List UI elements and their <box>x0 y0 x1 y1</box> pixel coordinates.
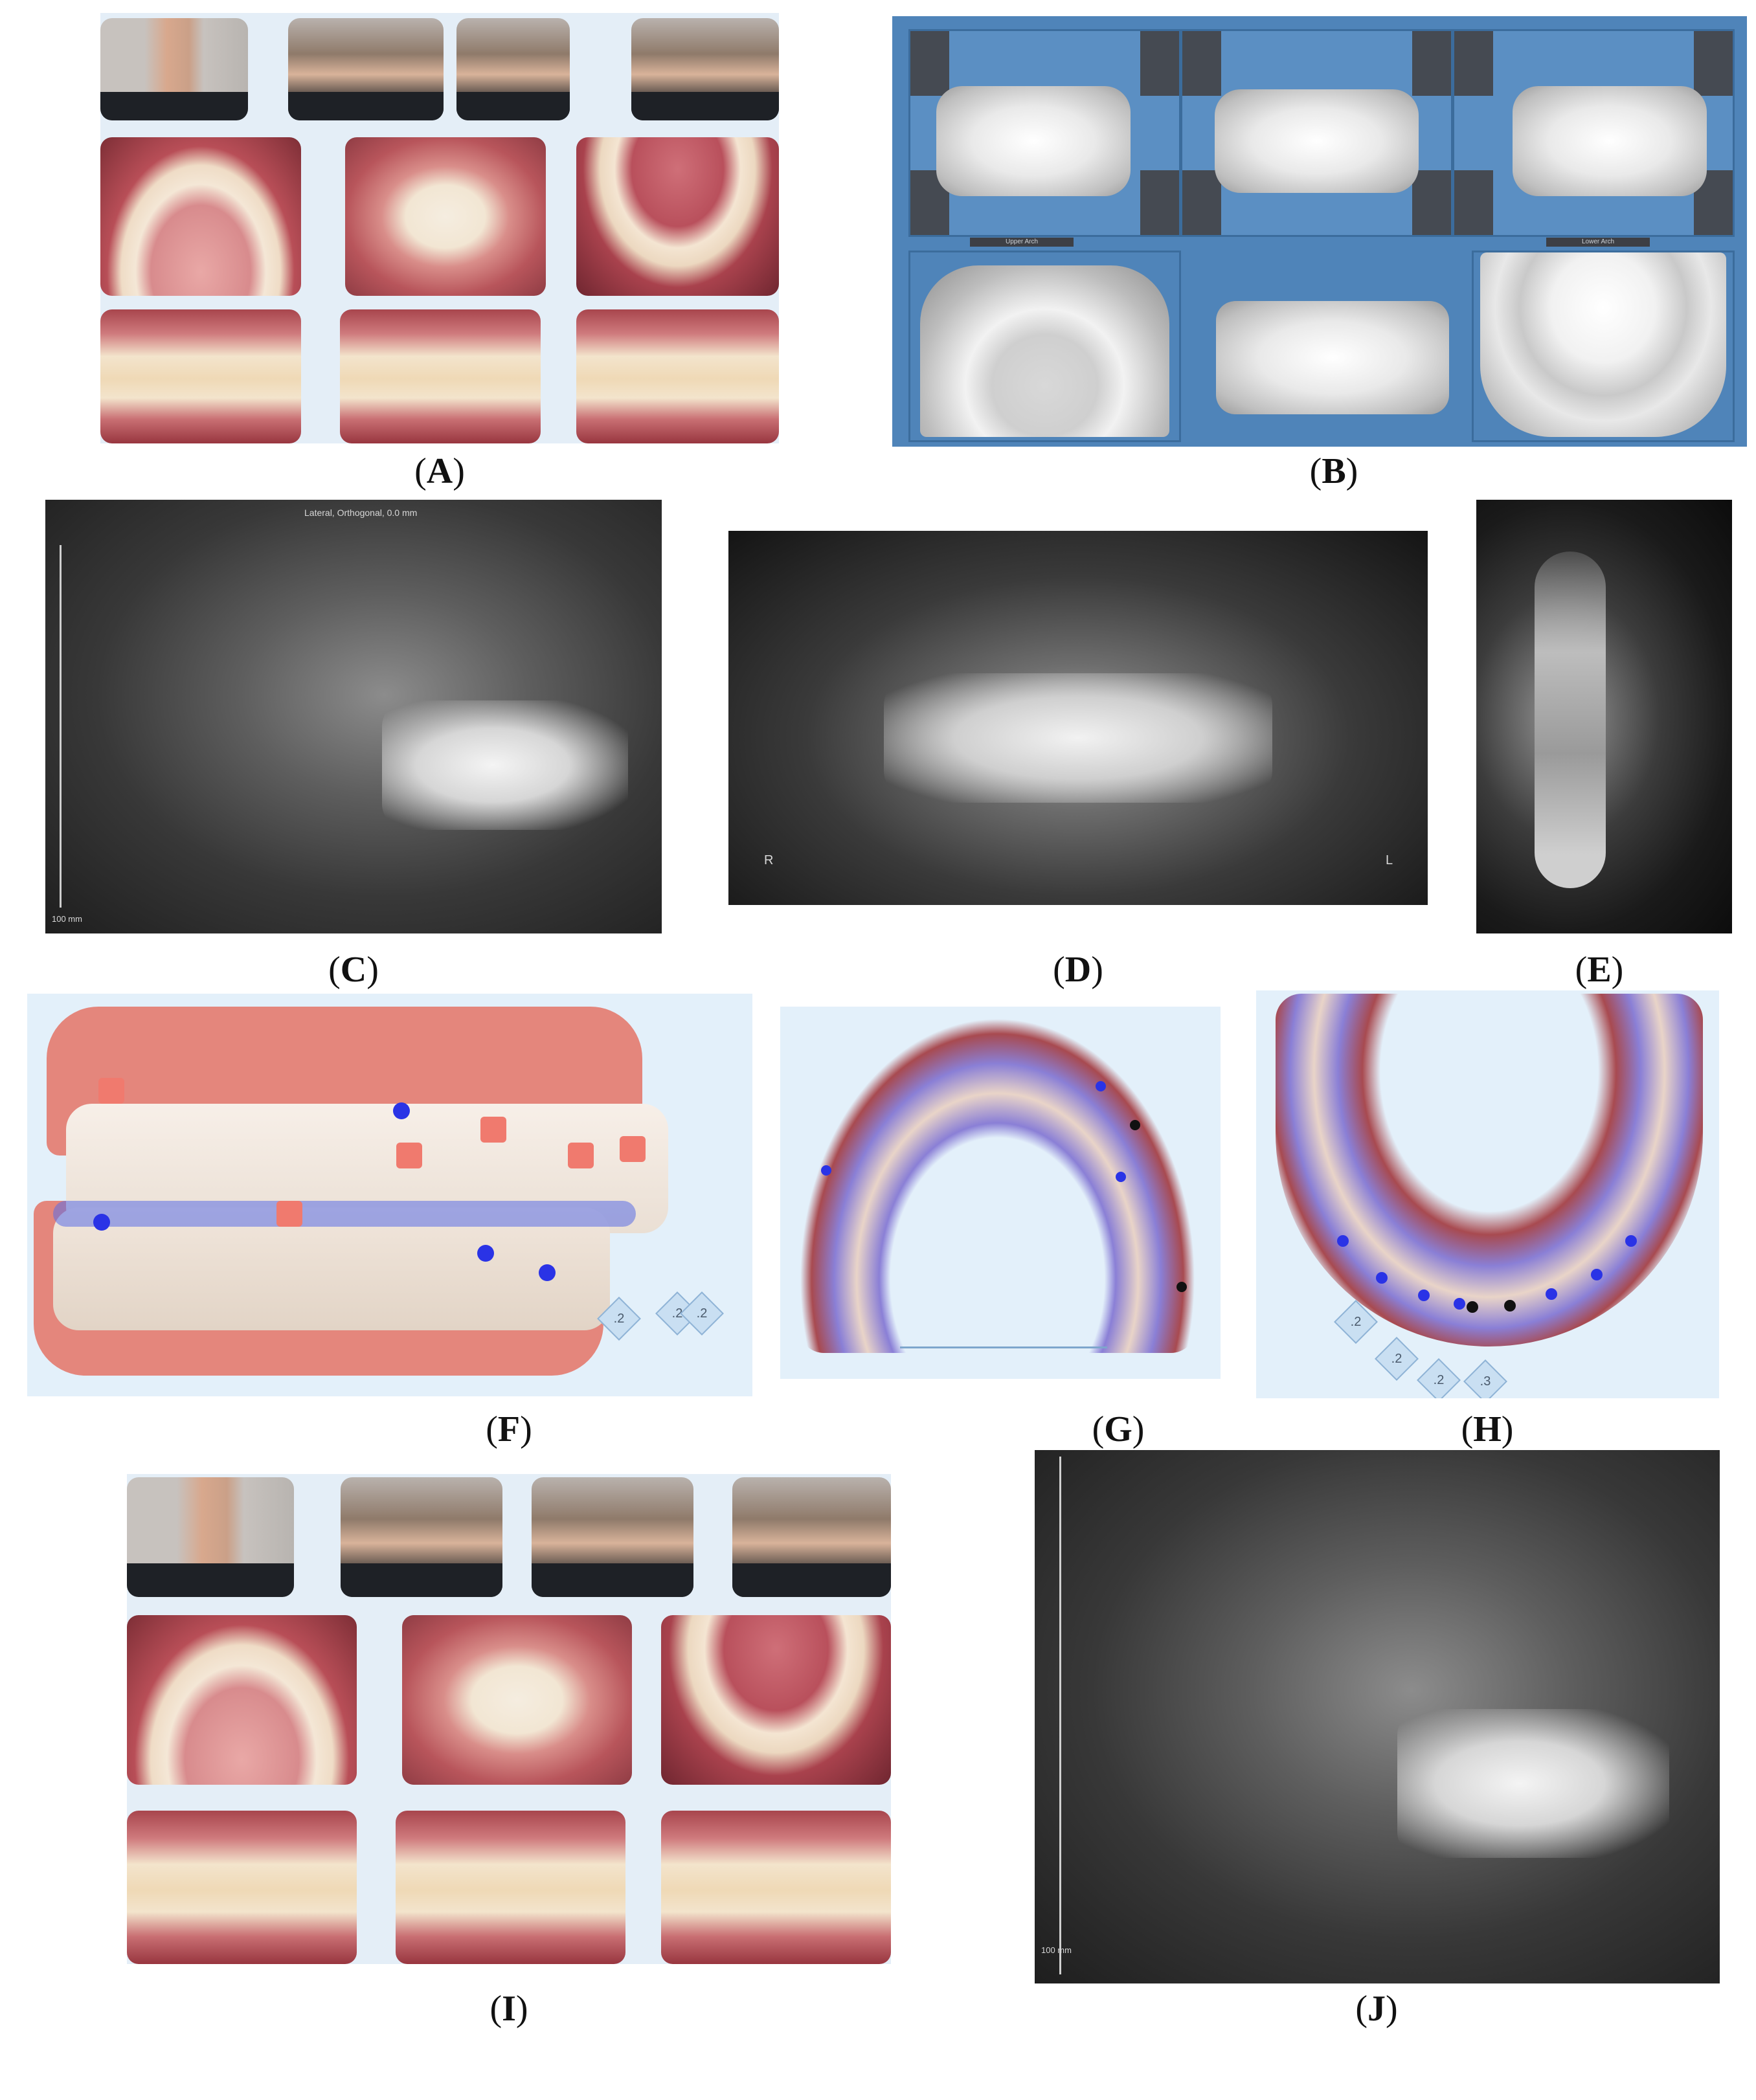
panel-e-cbct-slice <box>1476 500 1732 933</box>
caption-a: (A) <box>414 451 465 491</box>
marker-dot <box>1176 1282 1187 1292</box>
movement-tag: .2 <box>1417 1358 1461 1398</box>
marker-dot <box>539 1264 556 1281</box>
frontal-occlusion-photo <box>396 1811 625 1964</box>
panel-f-aligner-buccal-view: .2 .2 .2 <box>27 994 752 1396</box>
attachment-4 <box>480 1117 506 1143</box>
pano-right-marker: R <box>764 853 774 867</box>
panel-d-panoramic-xray: R L <box>728 531 1428 905</box>
face-smile-oblique-photo <box>341 1477 502 1597</box>
model-frontal-view <box>1180 29 1453 237</box>
panel-h-lower-arch-aligner: .2 .2 .2 .3 <box>1256 990 1719 1398</box>
face-smile-oblique-photo <box>288 18 444 120</box>
lower-arch-shape <box>1276 994 1703 1346</box>
marker-dot <box>1116 1172 1126 1182</box>
right-buccal-photo <box>127 1811 357 1964</box>
marker-dot <box>93 1214 110 1231</box>
marker-dot <box>1504 1300 1516 1312</box>
marker-dot <box>1467 1301 1478 1313</box>
face-frontal-smile-photo <box>732 1477 891 1597</box>
attachment-1 <box>98 1078 124 1104</box>
right-buccal-photo <box>100 309 301 443</box>
face-frontal-smile-photo <box>631 18 779 120</box>
upper-occlusal-photo <box>127 1615 357 1785</box>
marker-dot <box>1337 1235 1349 1247</box>
upper-arch-label: Upper Arch <box>970 238 1074 247</box>
panel-b-digital-models: Upper Arch Lower Arch <box>892 16 1747 447</box>
attachment-5 <box>568 1143 594 1168</box>
left-buccal-photo <box>576 309 779 443</box>
attachment-2 <box>276 1201 302 1227</box>
caption-c: (C) <box>328 950 379 990</box>
aligner-blue-edge <box>53 1201 636 1227</box>
caption-j: (J) <box>1355 1989 1398 2029</box>
marker-dot <box>1130 1120 1140 1130</box>
marker-dot <box>477 1245 494 1262</box>
frontal-open-photo <box>345 137 546 296</box>
attachment-6 <box>620 1136 646 1162</box>
face-profile-photo <box>100 18 248 120</box>
face-frontal-photo <box>456 18 570 120</box>
lower-occlusal-photo <box>661 1615 891 1785</box>
movement-tag: .2 <box>1375 1337 1419 1381</box>
caption-b: (B) <box>1309 451 1358 491</box>
ceph-j-scale-label: 100 mm <box>1041 1945 1072 1955</box>
attachment-3 <box>396 1143 422 1168</box>
marker-dot <box>1546 1288 1557 1300</box>
caption-f: (F) <box>486 1409 532 1449</box>
panel-a-photo-collage <box>100 13 779 443</box>
model-lower-frontal <box>1216 288 1449 414</box>
face-frontal-photo <box>532 1477 693 1597</box>
model-right-view <box>908 29 1181 237</box>
ceph-header-text: Lateral, Orthogonal, 0.0 mm <box>304 508 418 518</box>
marker-dot <box>1625 1235 1637 1247</box>
upper-occlusal-photo <box>100 137 301 296</box>
model-lower-occlusal <box>1472 251 1735 442</box>
pano-left-marker: L <box>1386 853 1393 867</box>
panel-j-lateral-cephalogram: 100 mm <box>1035 1450 1720 1983</box>
ceph-scale-label: 100 mm <box>52 914 82 924</box>
caption-e: (E) <box>1575 950 1624 990</box>
marker-dot <box>1591 1269 1603 1280</box>
marker-dot <box>1096 1081 1106 1091</box>
ceph-j-scale-bar <box>1059 1457 1061 1974</box>
movement-tag: .2 <box>680 1291 724 1335</box>
cbct-tooth-shape <box>1535 552 1606 888</box>
movement-tag: .3 <box>1463 1359 1507 1398</box>
lower-teeth-row <box>53 1207 610 1330</box>
panel-g-upper-arch-aligner <box>780 1007 1221 1379</box>
marker-dot <box>1418 1290 1430 1301</box>
marker-dot <box>821 1165 831 1176</box>
panel-i-photo-collage <box>127 1474 891 1964</box>
ceph-teeth-region <box>382 700 628 830</box>
upper-arch-shape <box>798 1016 1197 1353</box>
marker-dot <box>1376 1272 1388 1284</box>
caption-d: (D) <box>1053 950 1103 990</box>
caption-g: (G) <box>1092 1409 1145 1449</box>
marker-dot <box>1454 1298 1465 1310</box>
ceph-j-teeth-region <box>1397 1709 1669 1858</box>
timeline-slider[interactable] <box>900 1346 1107 1348</box>
model-left-view <box>1452 29 1735 237</box>
face-profile-photo <box>127 1477 294 1597</box>
frontal-open-photo <box>402 1615 632 1785</box>
caption-h: (H) <box>1461 1409 1514 1449</box>
left-buccal-photo <box>661 1811 891 1964</box>
ceph-scale-bar <box>60 545 62 908</box>
marker-dot <box>393 1102 410 1119</box>
frontal-occlusion-photo <box>340 309 541 443</box>
pano-teeth-region <box>884 673 1272 803</box>
lower-occlusal-photo <box>576 137 779 296</box>
panel-c-lateral-cephalogram: Lateral, Orthogonal, 0.0 mm 100 mm <box>45 500 662 933</box>
model-upper-occlusal <box>908 251 1181 442</box>
lower-arch-label: Lower Arch <box>1546 238 1650 247</box>
caption-i: (I) <box>490 1989 528 2029</box>
